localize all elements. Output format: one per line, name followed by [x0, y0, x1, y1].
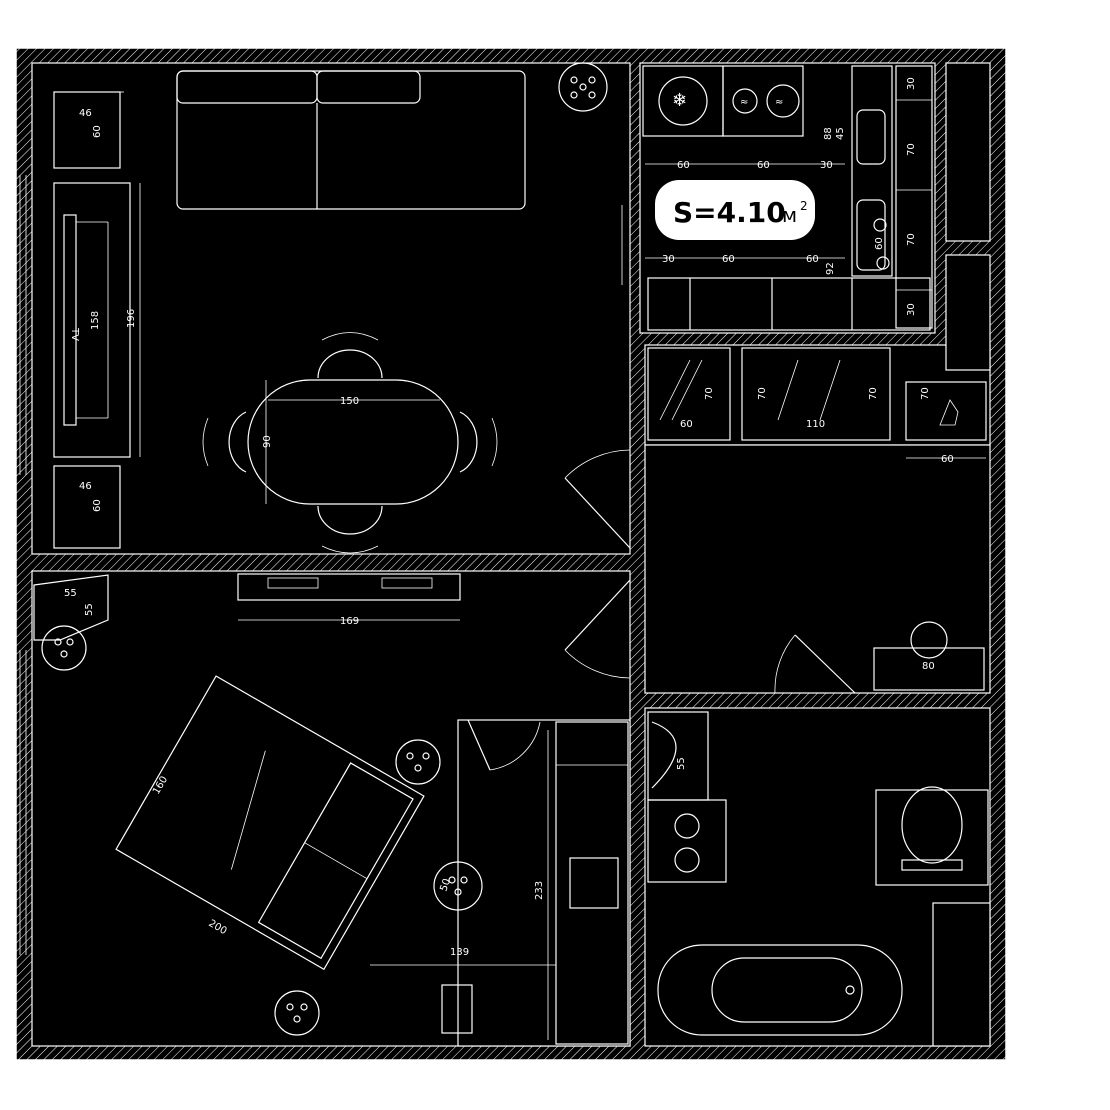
closet-width-139: 139: [450, 947, 469, 958]
wardrobe-depth-c: 70: [868, 387, 879, 400]
tv-unit-length: 196: [126, 309, 137, 328]
bathtub: [657, 944, 903, 1036]
dining-table: [247, 379, 459, 505]
kitchen-top-30: 30: [820, 160, 833, 171]
cooktop: ≈ ≈: [722, 65, 804, 137]
kitchen-col-70b: 70: [906, 233, 917, 246]
tv-unit: [53, 182, 131, 458]
tv-width: 158: [90, 311, 101, 330]
plant-bedroom-corner: [41, 625, 87, 671]
tv-label: TV: [69, 327, 80, 341]
radiator-length: 169: [340, 616, 359, 627]
nightstand-top-width: 46: [79, 108, 92, 119]
table-length: 150: [340, 396, 359, 407]
door-bedroom[interactable]: [564, 579, 631, 679]
room-living: [31, 62, 631, 555]
room-closet: [457, 719, 631, 1047]
window-living: [19, 175, 27, 475]
radiator: [237, 573, 461, 601]
kitchen-col-70a: 70: [906, 143, 917, 156]
kitchen-col-30b: 30: [906, 303, 917, 316]
hall-bench: [873, 621, 985, 691]
svg-text:≈: ≈: [740, 97, 748, 108]
toilet: [875, 786, 989, 886]
shoe-cabinet: [905, 381, 987, 441]
plant-bedroom-bottom: [274, 990, 320, 1036]
corner-depth-55: 55: [84, 603, 95, 616]
kitchen-bottom-30: 30: [662, 254, 675, 265]
corner-table: [33, 574, 109, 641]
bed: [115, 675, 425, 971]
ventshaft-top: [945, 62, 991, 242]
nightstand-bottom-width: 46: [79, 481, 92, 492]
entry-door[interactable]: [1005, 519, 1091, 642]
kitchen-bottom-60a: 60: [722, 254, 735, 265]
ventshaft-mid: [945, 254, 991, 371]
closet-shelving: [441, 721, 629, 1045]
plant-living: [558, 62, 608, 112]
area-value: S=4.10: [673, 196, 786, 229]
bath-sink-55: 55: [676, 757, 687, 770]
wardrobe-depth-a: 70: [704, 387, 715, 400]
kitchen-bottom-60b: 60: [806, 254, 819, 265]
area-exponent: 2: [800, 199, 808, 213]
nightstand-bottom: [53, 465, 121, 549]
wardrobe-left: [647, 347, 731, 441]
plant-bedroom-mid: [433, 861, 483, 911]
shoe-width-60: 60: [941, 454, 954, 465]
kitchen-top-60b: 60: [757, 160, 770, 171]
kitchen-lower-cabinets: [647, 277, 931, 331]
area-unit: м: [782, 203, 797, 227]
kitchen-sink: [851, 65, 893, 277]
kitchen-side-88: 88: [823, 127, 834, 140]
door-closet[interactable]: [467, 719, 541, 771]
lamp-50: 50: [438, 877, 453, 893]
chair-right: [459, 411, 498, 473]
svg-text:❄: ❄: [672, 90, 687, 111]
svg-text:≈: ≈: [775, 97, 783, 108]
room-hall: [644, 444, 991, 694]
chair-top: [317, 332, 383, 379]
kitchen-tall-cabinet: [895, 65, 933, 329]
nightstand-top-depth: 60: [92, 125, 103, 138]
window-bedroom: [19, 650, 27, 955]
ventshaft-bottom: [932, 902, 991, 1047]
wardrobe-width-60: 60: [680, 419, 693, 430]
nightstand-bottom-depth: 60: [92, 499, 103, 512]
wardrobe-width-110: 110: [806, 419, 825, 430]
bench-width-80: 80: [922, 661, 935, 672]
table-width: 90: [262, 435, 273, 448]
chair-bottom: [317, 505, 383, 554]
nightstand-top: [53, 91, 124, 169]
wardrobe-middle: [741, 347, 891, 441]
kitchen-side-92: 92: [825, 262, 836, 275]
door-hall-bath[interactable]: [774, 634, 856, 694]
sofa: [176, 70, 526, 210]
area-badge: S=4.10 м 2: [655, 180, 815, 240]
closet-length-233: 233: [534, 881, 545, 900]
plant-bedroom-top: [395, 739, 441, 785]
wardrobe-depth-b: 70: [757, 387, 768, 400]
corner-width-55: 55: [64, 588, 77, 599]
door-living[interactable]: [564, 449, 631, 549]
kitchen-top-60a: 60: [677, 160, 690, 171]
kitchen-col-30a: 30: [906, 77, 917, 90]
wardrobe-depth-d: 70: [920, 387, 931, 400]
kitchen-side-45: 45: [835, 127, 846, 140]
washing-machine: [647, 799, 727, 883]
chair-left: [202, 411, 247, 473]
kitchen-sink-60: 60: [874, 237, 885, 250]
room-wardrobe: [644, 344, 991, 446]
